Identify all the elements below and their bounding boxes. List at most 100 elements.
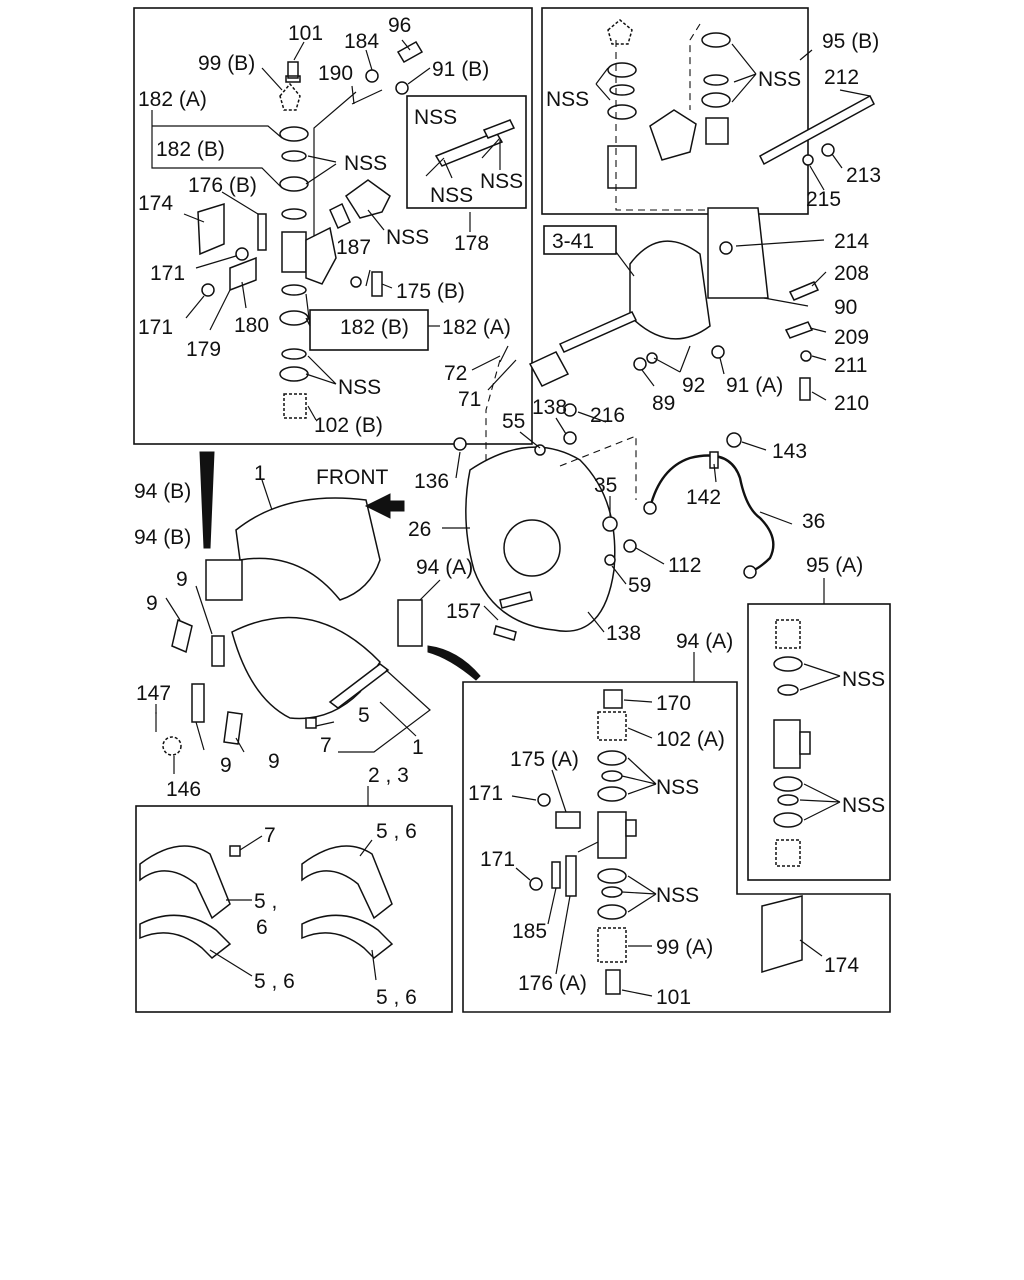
label-112: 112 (668, 554, 701, 577)
push-rod (558, 311, 638, 353)
cup-95a-1 (773, 656, 803, 672)
boot-tr (649, 109, 697, 161)
cup-tr-4 (701, 92, 731, 108)
label-99b: 99 (B) (198, 52, 255, 75)
label-nss-b1: NSS (656, 776, 699, 799)
bolt-138-a (563, 431, 577, 445)
pin-96 (396, 40, 424, 64)
label-99a: 99 (A) (656, 936, 713, 959)
label-94a-a: 94 (A) (416, 556, 473, 579)
bolt-184 (365, 69, 379, 83)
label-147: 147 (136, 682, 171, 705)
body-tr (607, 145, 637, 189)
nut-35 (602, 516, 618, 532)
label-175b: 175 (B) (396, 280, 465, 303)
label-171-a: 171 (150, 262, 185, 285)
cup-95a-3 (773, 812, 803, 828)
label-214: 214 (834, 230, 869, 253)
ring-upper-a (281, 150, 307, 162)
bleeder-101 (605, 969, 621, 995)
label-184: 184 (344, 30, 379, 53)
shoe-set-lower-left (139, 914, 232, 959)
label-179: 179 (186, 338, 221, 361)
box-shoe-set-detail (135, 805, 453, 1013)
label-23: 2 , 3 (368, 764, 409, 787)
label-210: 210 (834, 392, 869, 415)
cup-upper-b (279, 176, 309, 192)
adjuster-99b (279, 82, 301, 111)
label-ref-3-41[interactable]: 3-41 (552, 230, 594, 253)
rivet-7-set (229, 845, 241, 857)
label-170: 170 (656, 692, 691, 715)
backing-plate-assembly (453, 403, 637, 641)
bolt-213 (821, 143, 835, 157)
leaders-backing (442, 411, 793, 633)
washer-92 (646, 352, 658, 364)
label-nss-tr2: NSS (758, 68, 801, 91)
cylinder-b-exploded (197, 40, 516, 419)
label-front: FRONT (316, 466, 388, 489)
body-95a (773, 719, 801, 769)
label-211: 211 (834, 354, 867, 377)
pipe-36 (648, 454, 775, 574)
label-9-d: 9 (268, 750, 280, 773)
washer-55 (534, 444, 546, 456)
label-nss-r1: NSS (842, 668, 885, 691)
marker-94b (199, 451, 215, 549)
label-182b-mid: 182 (B) (340, 316, 409, 339)
label-94b-a: 94 (B) (134, 480, 191, 503)
ring-upper-b (281, 208, 307, 220)
ring-lower-b (281, 348, 307, 360)
ring-95a-2 (777, 794, 799, 806)
washer-59 (604, 554, 616, 566)
label-1-b: 1 (412, 736, 424, 759)
label-72: 72 (444, 362, 467, 385)
clip-175b (371, 271, 383, 297)
label-9-c: 9 (220, 754, 232, 777)
label-146: 146 (166, 778, 201, 801)
marker-94a (427, 645, 481, 681)
label-176b: 176 (B) (188, 174, 257, 197)
plate-180 (229, 256, 257, 292)
brake-shoes-center (155, 451, 481, 756)
leaders-chamber (471, 89, 871, 470)
bleeder-94a (625, 819, 637, 837)
plate-185 (551, 861, 561, 889)
label-174-right: 174 (824, 954, 859, 977)
label-55: 55 (502, 410, 525, 433)
bolt-216 (563, 403, 577, 417)
label-56-a: 5 , 6 (376, 820, 417, 843)
label-91a: 91 (A) (726, 374, 783, 397)
label-171-d: 171 (480, 848, 515, 871)
label-26: 26 (408, 518, 431, 541)
lining-5 (328, 663, 390, 709)
box-182b-bracket (309, 309, 429, 351)
label-7-a: 7 (320, 734, 332, 757)
adjuster-tr (607, 19, 633, 45)
label-102a: 102 (A) (656, 728, 725, 751)
label-142: 142 (686, 486, 721, 509)
leaders-94a (511, 652, 695, 997)
box-wheel-cylinder-a-detail (462, 681, 891, 1013)
adjuster-102a (597, 711, 627, 741)
label-59: 59 (628, 574, 651, 597)
washer-211 (800, 350, 812, 362)
front-arrow (364, 493, 405, 519)
adjuster-146 (162, 736, 182, 756)
label-182b-top: 182 (B) (156, 138, 225, 161)
upper-shoe-1 (235, 497, 381, 601)
bolt-171-c (537, 793, 551, 807)
label-95b: 95 (B) (822, 30, 879, 53)
label-nss-tl3: NSS (338, 376, 381, 399)
bleeder-screw-101 (285, 61, 301, 83)
label-56-b2: 6 (256, 916, 268, 939)
label-56-b1: 5 , (254, 890, 277, 913)
leaders-center (155, 479, 441, 806)
piston-tr (705, 117, 729, 145)
label-212: 212 (824, 66, 859, 89)
label-56-c: 5 , 6 (254, 970, 295, 993)
adjuster-95a-b (775, 839, 801, 867)
label-nss-tr1: NSS (546, 88, 589, 111)
hub-hole (503, 519, 561, 577)
adjuster-95a (775, 619, 801, 649)
